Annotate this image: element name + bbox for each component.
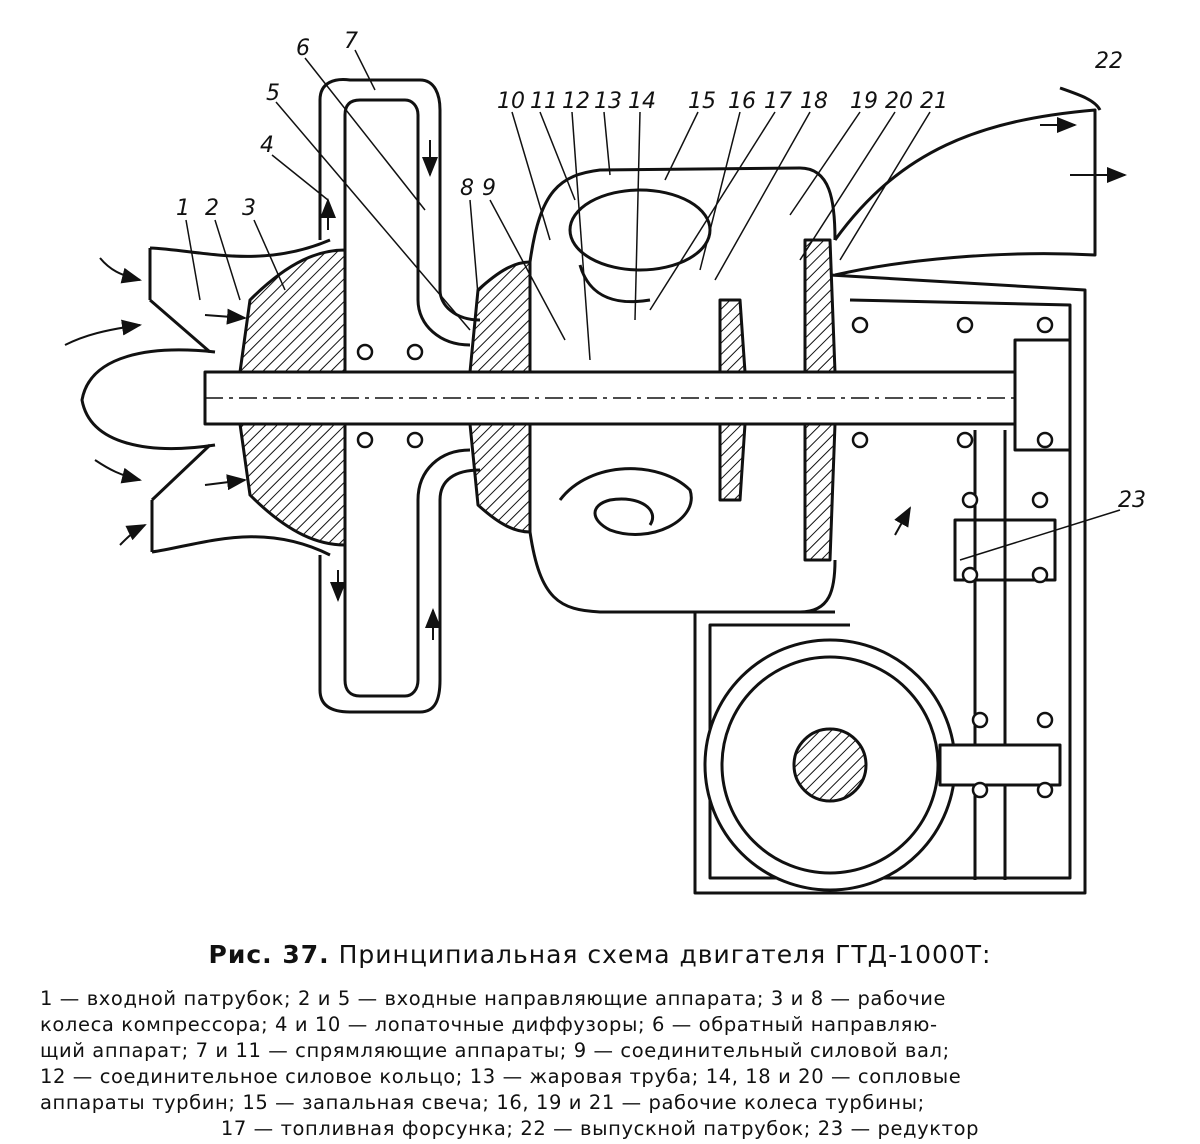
legend-line: щий аппарат; 7 и 11 — спрямляющие аппара… <box>40 1039 950 1062</box>
legend-line: аппараты турбин; 15 — запальная свеча; 1… <box>40 1091 925 1114</box>
combustor-casing-bottom <box>528 531 837 614</box>
label-10: 10 <box>497 89 525 114</box>
label-6: 6 <box>296 36 310 61</box>
label-19: 19 <box>850 89 878 114</box>
combustor-casing-top <box>528 166 837 263</box>
label-9: 9 <box>482 176 496 201</box>
label-22: 22 <box>1095 49 1123 74</box>
label-2: 2 <box>205 196 219 221</box>
compressor-wheel-1 <box>238 248 347 374</box>
label-7: 7 <box>344 29 358 54</box>
label-12: 12 <box>562 89 590 114</box>
turbine-disk <box>718 298 747 374</box>
figure-caption: Рис. 37. Принципиальная схема двигателя … <box>0 938 1200 972</box>
label-16: 16 <box>728 89 756 114</box>
label-8: 8 <box>460 176 474 201</box>
gearbox-housing <box>693 273 1087 895</box>
caption-prefix: Рис. 37. <box>208 940 330 969</box>
label-4: 4 <box>260 133 274 158</box>
label-21: 21 <box>920 89 948 114</box>
label-17: 17 <box>764 89 792 114</box>
exhaust-duct <box>833 108 1097 277</box>
flame-tube-top <box>568 188 712 272</box>
legend-line: 1 — входной патрубок; 2 и 5 — входные на… <box>40 987 947 1010</box>
caption-title: Рис. 37. Принципиальная схема двигателя … <box>0 938 1200 972</box>
label-15: 15 <box>688 89 716 114</box>
power-turbine-disk <box>803 238 837 374</box>
label-13: 13 <box>594 89 622 114</box>
upper-return-channel <box>318 78 481 322</box>
label-3: 3 <box>242 196 256 221</box>
compressor-wheel-2 <box>468 260 532 374</box>
lower-return-channel <box>318 468 481 714</box>
flame-tube-bottom <box>558 467 693 536</box>
inlet-lower-lip <box>150 500 331 557</box>
caption-text: Принципиальная схема двигателя ГТД-1000Т… <box>338 940 992 969</box>
figure-legend: 1 — входной патрубок; 2 и 5 — входные на… <box>40 986 1160 1142</box>
nose-cone <box>80 348 216 451</box>
label-5: 5 <box>266 81 280 106</box>
label-23: 23 <box>1118 488 1146 513</box>
legend-line: колеса компрессора; 4 и 10 — лопаточные … <box>40 1013 938 1036</box>
inlet-upper-lip <box>148 238 331 300</box>
label-20: 20 <box>885 89 913 114</box>
legend-line: 17 — топливная форсунка; 22 — выпускной … <box>220 1117 980 1140</box>
label-18: 18 <box>800 89 828 114</box>
output-shaft <box>1013 338 1072 452</box>
label-11: 11 <box>530 89 558 114</box>
gear-hub <box>792 727 868 803</box>
engine-schematic: 1 2 3 4 5 6 7 8 9 10 11 12 13 14 15 16 1… <box>64 29 1146 895</box>
label-14: 14 <box>628 89 656 114</box>
label-1: 1 <box>176 196 190 221</box>
legend-line: 12 — соединительное силовое кольцо; 13 —… <box>40 1065 962 1088</box>
